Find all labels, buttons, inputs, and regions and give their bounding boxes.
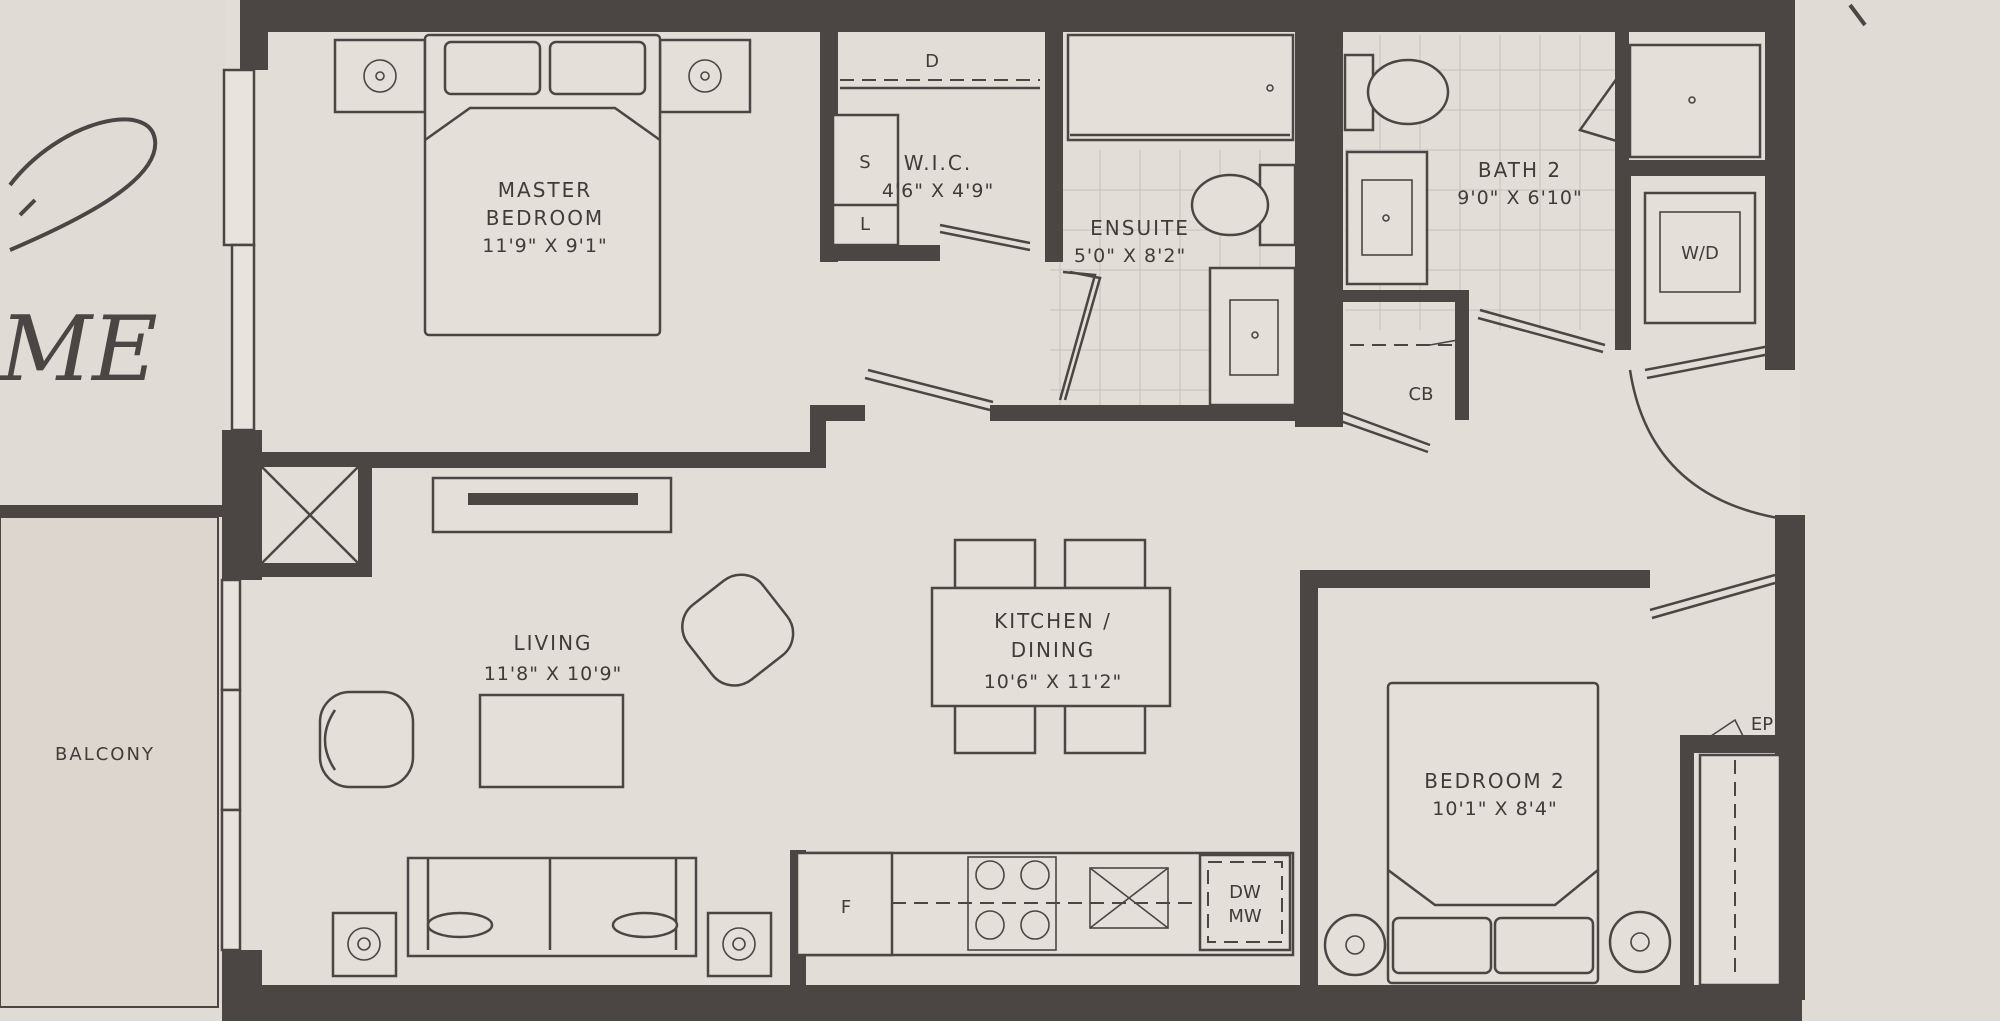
walk-in-closet-fixtures (831, 79, 1040, 247)
bath2-label: BATH 2 (1478, 158, 1562, 182)
bedroom2-label: BEDROOM 2 (1424, 769, 1565, 793)
marker-fridge: F (841, 897, 851, 918)
bedroom2-furniture (1323, 681, 1782, 987)
living-label: LIVING (513, 631, 592, 655)
bathtub (1066, 33, 1295, 142)
master-bedroom-dims: 11'9" X 9'1" (482, 235, 607, 257)
markers: D S L CB W/D EP F DW MW (841, 51, 1773, 927)
handwritten-text: ME (0, 297, 158, 402)
marker-mw: MW (1228, 906, 1262, 927)
ensuite-label: ENSUITE (1090, 216, 1190, 240)
sink (1089, 867, 1169, 929)
marker-wd: W/D (1681, 243, 1719, 264)
kitchen-dims: 10'6" X 11'2" (984, 671, 1123, 693)
master-bedroom-label-2: BEDROOM (486, 206, 604, 230)
bedroom2-bed (1386, 681, 1600, 985)
armchair-right (681, 573, 795, 687)
doors (864, 223, 1791, 620)
marker-ep: EP (1751, 714, 1773, 735)
master-bedroom-label-1: MASTER (498, 178, 592, 202)
kitchen-label-2: DINING (1011, 638, 1096, 662)
kitchen-label-1: KITCHEN / (994, 609, 1112, 633)
handwriting: ME (0, 3, 1867, 402)
ensuite-dims: 5'0" X 8'2" (1074, 245, 1186, 267)
room-labels: MASTER BEDROOM 11'9" X 9'1" W.I.C. 4'6" … (482, 151, 1582, 820)
ensuite-fixtures (1066, 33, 1297, 407)
marker-cb: CB (1409, 384, 1434, 405)
kitchen-counter (795, 851, 1295, 957)
marker-s: S (859, 152, 870, 173)
dining-table (930, 586, 1172, 708)
mechanical-shaft (248, 453, 372, 577)
master-bed (423, 33, 662, 337)
dining-furniture (930, 538, 1172, 755)
marker-dw: DW (1229, 882, 1261, 903)
living-dims: 11'8" X 10'9" (484, 663, 623, 685)
interior-walls (262, 32, 1805, 990)
bath2-fixtures (1328, 43, 1762, 346)
wic-label: W.I.C. (904, 151, 972, 175)
balcony: BALCONY (0, 505, 222, 1008)
marker-l: L (860, 214, 870, 235)
balcony-label: BALCONY (55, 744, 155, 765)
master-bedroom-furniture (333, 33, 752, 337)
marker-d: D (925, 51, 939, 72)
bath2-dims: 9'0" X 6'10" (1457, 187, 1582, 209)
washer-dryer (1643, 191, 1757, 325)
windows-left (220, 68, 256, 952)
living-furniture (318, 476, 795, 978)
ensuite-toilet (1190, 173, 1270, 237)
bedroom2-closet (1698, 753, 1782, 987)
bedroom2-dims: 10'1" X 8'4" (1432, 798, 1557, 820)
coffee-table (478, 693, 625, 789)
armchair-left (318, 690, 415, 789)
wic-dims: 4'6" X 4'9" (882, 180, 994, 202)
bath2-toilet (1366, 58, 1450, 126)
paper-margin-right (1795, 0, 2000, 1021)
sofa (406, 856, 698, 958)
